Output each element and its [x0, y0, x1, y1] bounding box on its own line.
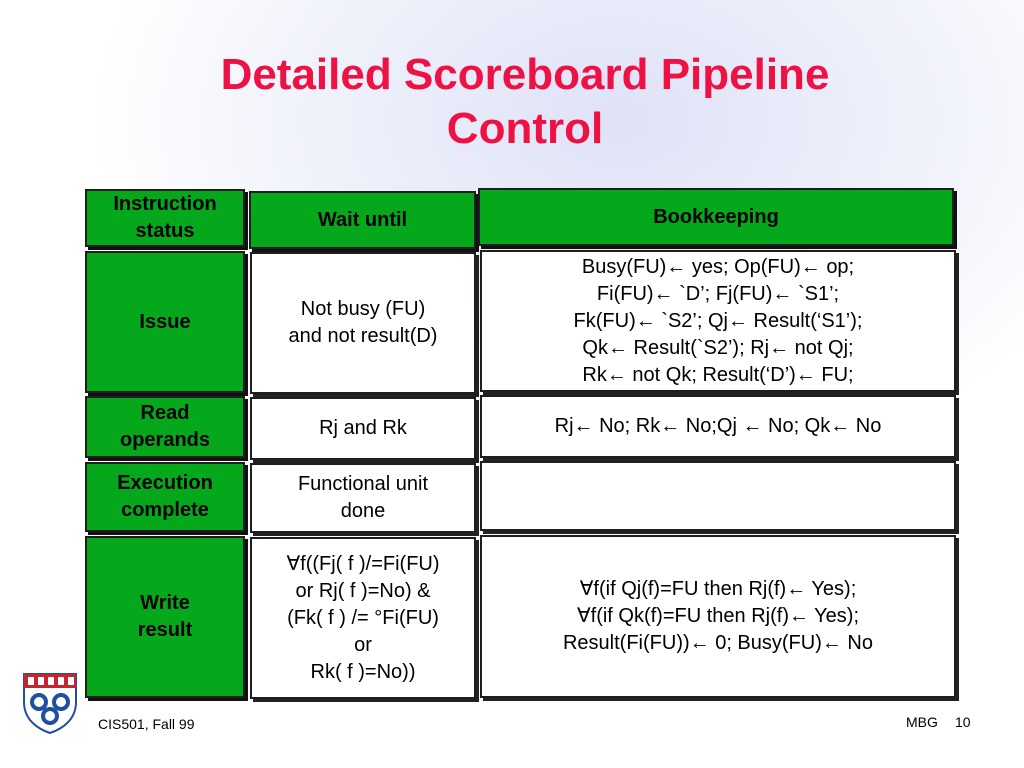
footer-course: CIS501, Fall 99 [98, 716, 195, 732]
header-instruction-status: Instruction status [85, 189, 245, 247]
footer-page-number: 10 [955, 714, 971, 730]
header-wait-until: Wait until [249, 191, 476, 249]
book-read-operands: Rj← No; Rk← No;Qj ← No; Qk← No [480, 395, 956, 458]
wait-read-operands: Rj and Rk [250, 397, 476, 460]
wait-execution-complete: Functional unit done [250, 463, 476, 533]
book-execution-complete [480, 461, 956, 531]
book-write-result: ∀f(if Qj(f)=FU then Rj(f)← Yes); ∀f(if Q… [480, 535, 956, 698]
stage-write-result: Write result [85, 536, 245, 698]
slide-title: Detailed Scoreboard Pipeline Control [220, 50, 830, 153]
university-shield-logo-icon [22, 672, 78, 735]
stage-read-operands: Read operands [85, 396, 245, 458]
stage-execution-complete: Execution complete [85, 462, 245, 532]
stage-issue: Issue [85, 251, 245, 393]
footer-author: MBG [906, 714, 938, 730]
book-issue: Busy(FU)← yes; Op(FU)← op; Fi(FU)← `D’; … [480, 250, 956, 392]
wait-issue: Not busy (FU) and not result(D) [250, 252, 476, 394]
header-bookkeeping: Bookkeeping [478, 188, 954, 246]
wait-write-result: ∀f((Fj( f )/=Fi(FU) or Rj( f )=No) & (Fk… [250, 537, 476, 699]
